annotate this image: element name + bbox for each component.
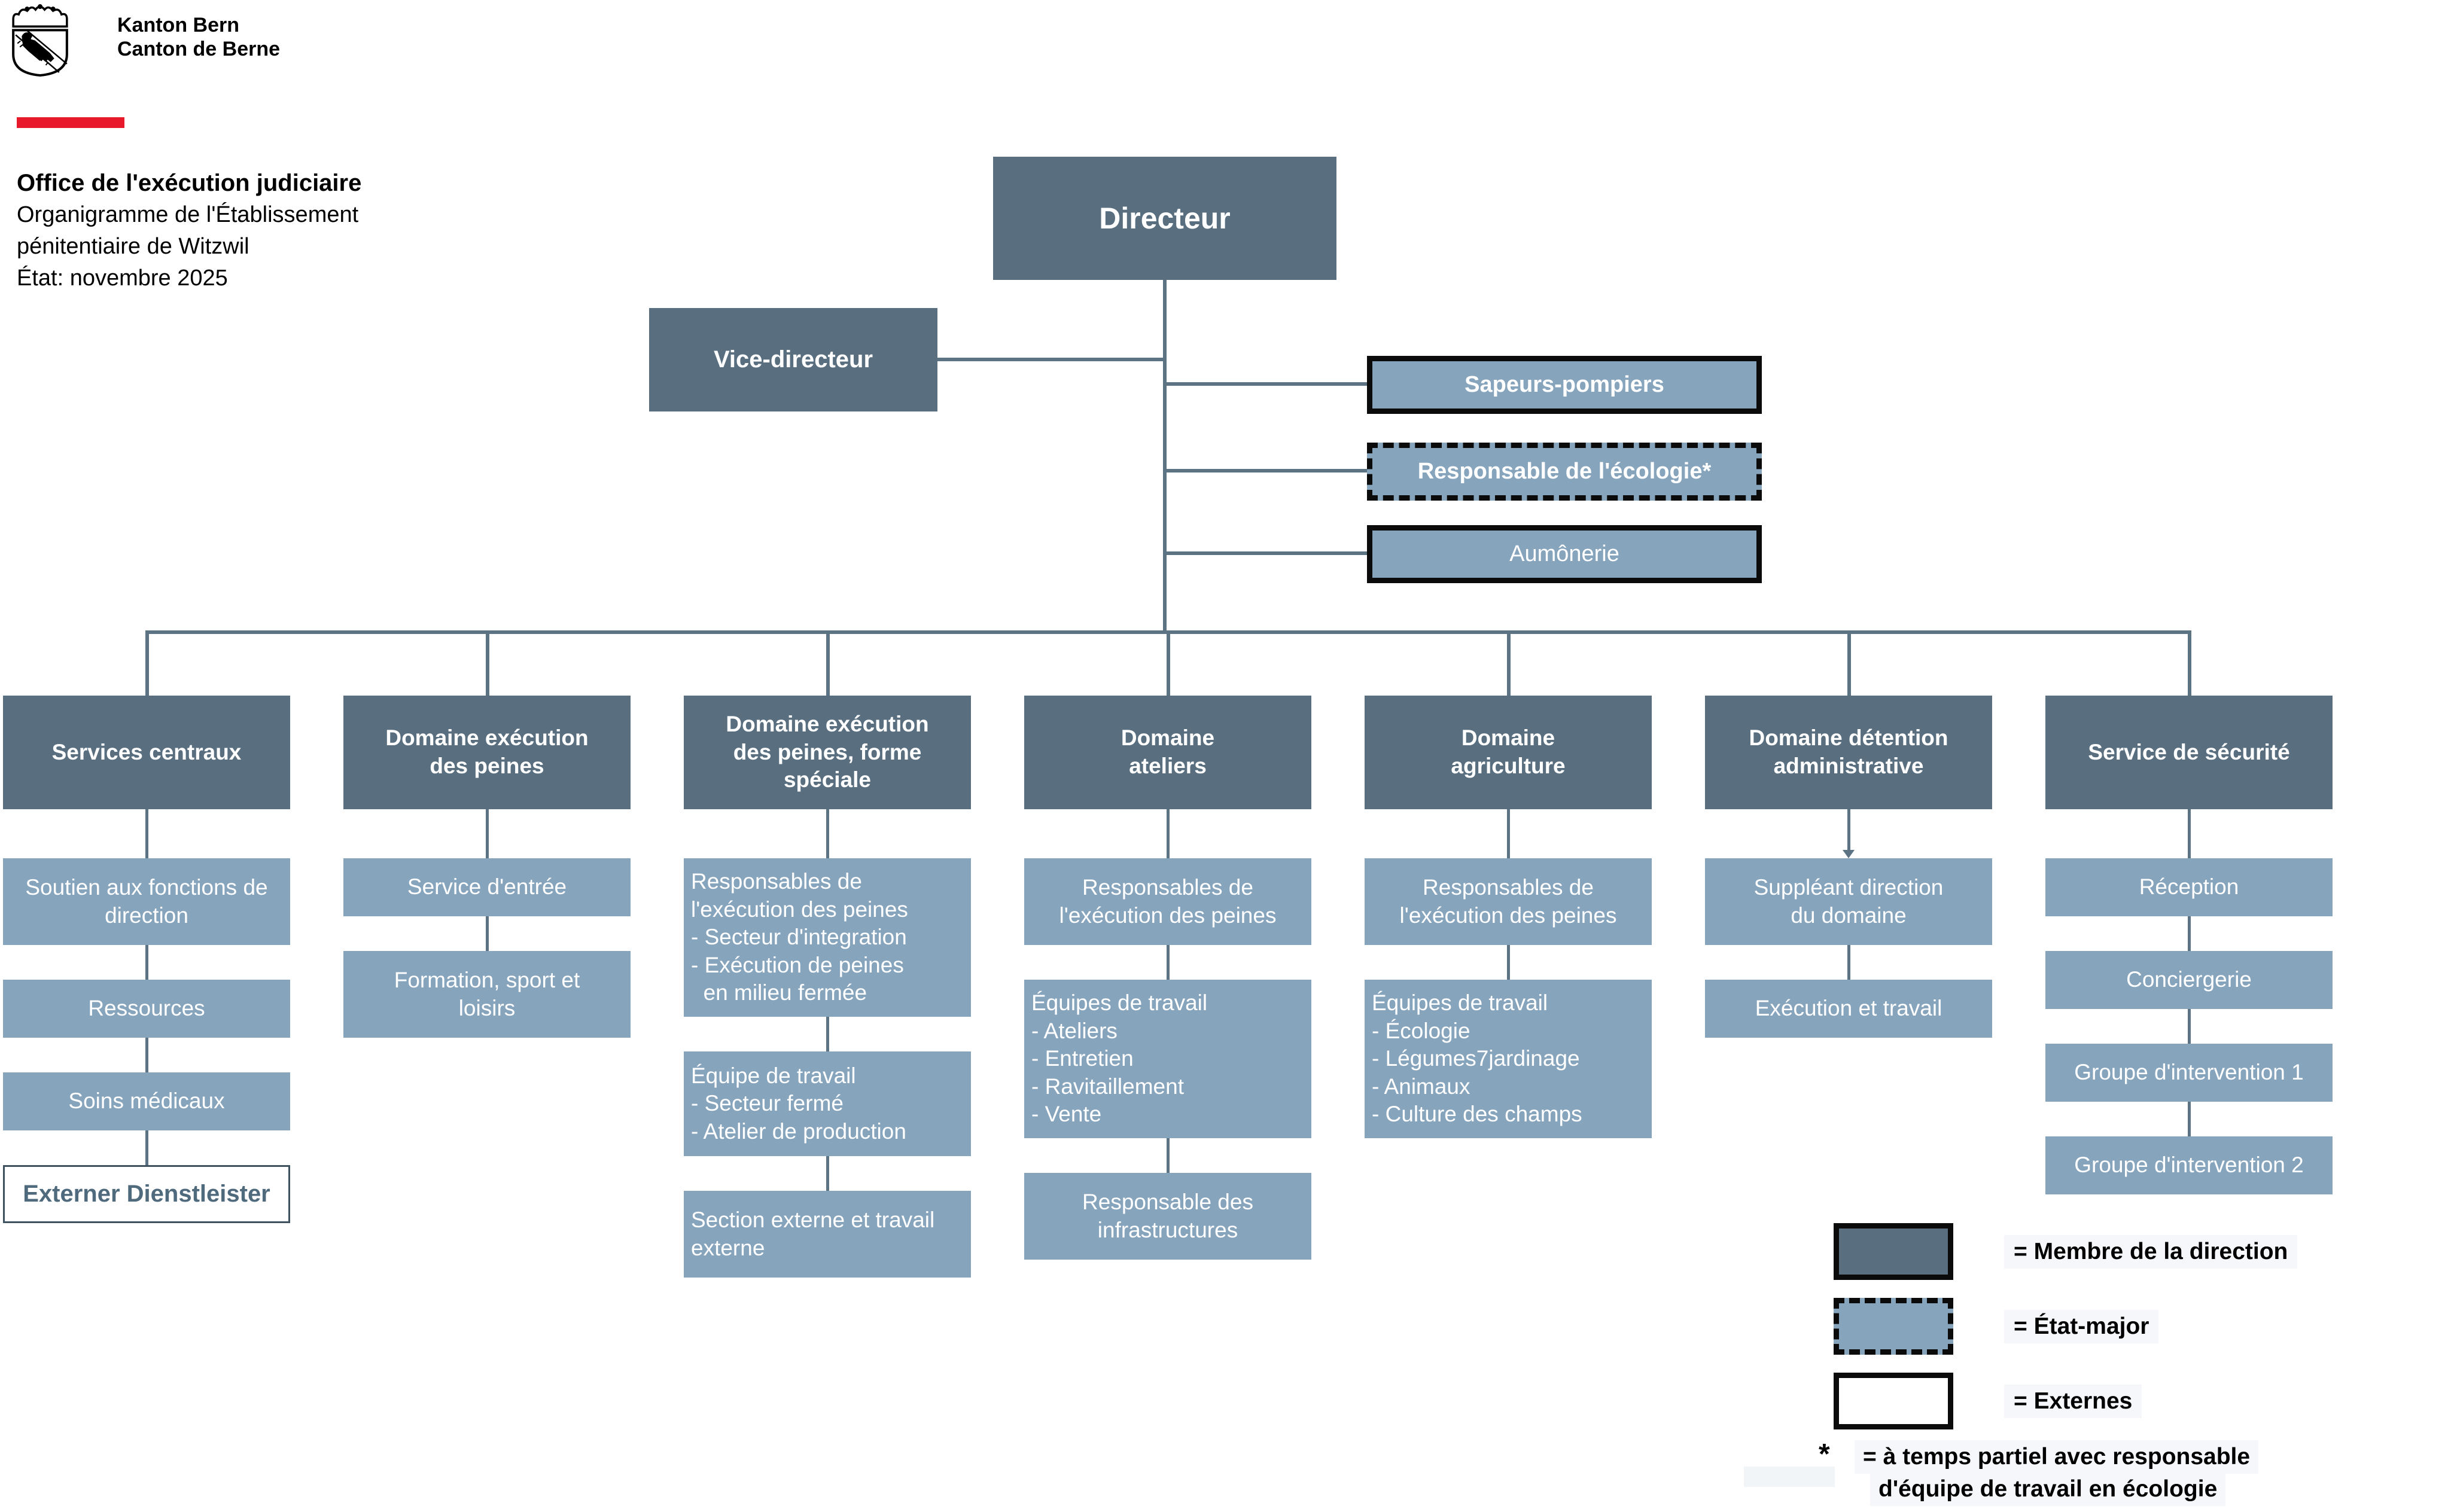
org-node-aumonerie: Aumônerie: [1367, 525, 1762, 583]
connector-sapeurs-pompiers: [1165, 382, 1367, 386]
brand-red-bar: [17, 117, 124, 128]
bern-coat-of-arms-logo: [12, 4, 68, 77]
connector-drop-col2: [486, 630, 489, 696]
connector-col7-c: [2188, 1009, 2191, 1044]
connector-col4-c: [1167, 1138, 1170, 1173]
org-node-responsable-ecologie: Responsable de l'écologie*: [1367, 443, 1762, 501]
org-node: Équipes de travail - Ateliers - Entretie…: [1024, 980, 1311, 1138]
legend-swatch-etat-major: [1834, 1298, 1953, 1355]
title-line3: pénitentiaire de Witzwil: [17, 234, 249, 259]
brand-text: Kanton Bern Canton de Berne: [117, 13, 280, 61]
org-node: Responsable des infrastructures: [1024, 1173, 1311, 1260]
connector-col1-b: [145, 945, 148, 980]
org-node: Exécution et travail: [1705, 980, 1992, 1038]
connector-col4-b: [1167, 945, 1170, 980]
connector-col3-b: [826, 1017, 829, 1051]
connector-col7-d: [2188, 1102, 2191, 1136]
connector-col6-a: [1847, 809, 1850, 852]
connector-col5-b: [1507, 945, 1510, 980]
org-node: Responsables de l'exécution des peines: [1024, 858, 1311, 945]
connector-drop-col6: [1847, 630, 1851, 696]
org-node: Équipes de travail - Écologie - Légumes7…: [1365, 980, 1652, 1138]
org-node-vice-directeur: Vice-directeur: [649, 308, 937, 411]
org-node: Groupe d'intervention 2: [2045, 1136, 2333, 1194]
org-node: Suppléant direction du domaine: [1705, 858, 1992, 945]
connector-trunk: [1163, 280, 1167, 632]
title-state: État: novembre 2025: [17, 266, 228, 291]
org-node: Service d'entrée: [343, 858, 631, 916]
title-office: Office de l'exécution judiciaire: [17, 170, 362, 196]
org-node: Conciergerie: [2045, 951, 2333, 1009]
legend-decorative-strip: [1744, 1467, 1835, 1487]
org-node: Section externe et travail externe: [684, 1191, 971, 1278]
connector-col7-a: [2188, 809, 2191, 858]
org-node: Responsables de l'exécution des peines -…: [684, 858, 971, 1017]
legend-swatch-membre-direction: [1834, 1223, 1953, 1280]
column-header-domaine-execution-peines: Domaine exécution des peines: [343, 696, 631, 809]
org-node: Équipe de travail - Secteur fermé - Atel…: [684, 1051, 971, 1156]
legend-label-etat-major: = État-major: [2004, 1298, 2159, 1355]
legend-label-text: = Externes: [2004, 1384, 2142, 1418]
connector-aumonerie: [1165, 551, 1367, 555]
document-title: Office de l'exécution judiciaire Organig…: [17, 167, 361, 294]
connector-drop-col7: [2188, 630, 2191, 696]
brand-line1: Kanton Bern: [117, 14, 239, 36]
org-node-externer-dienstleister: Externer Dienstleister: [3, 1165, 290, 1223]
connector-col5-a: [1507, 809, 1510, 858]
org-node: Soins médicaux: [3, 1072, 290, 1130]
connector-col4-a: [1167, 809, 1170, 858]
connector-responsable-ecologie: [1165, 469, 1367, 472]
connector-col6-b: [1847, 945, 1850, 980]
column-header-domaine-execution-peines-forme-speciale: Domaine exécution des peines, forme spéc…: [684, 696, 971, 809]
connector-drop-col4: [1167, 630, 1170, 696]
connector-col1-c: [145, 1038, 148, 1072]
connector-drop-col5: [1507, 630, 1511, 696]
connector-col2-b: [486, 916, 489, 951]
column-header-services-centraux: Services centraux: [3, 696, 290, 809]
column-header-domaine-agriculture: Domaine agriculture: [1365, 696, 1652, 809]
legend-label-membre-direction: = Membre de la direction: [2004, 1223, 2298, 1280]
org-node: Réception: [2045, 858, 2333, 916]
legend-label-text: = Membre de la direction: [2004, 1234, 2298, 1269]
org-node: Ressources: [3, 980, 290, 1038]
column-header-service-de-securite: Service de sécurité: [2045, 696, 2333, 809]
column-header-domaine-ateliers: Domaine ateliers: [1024, 696, 1311, 809]
connector-drop-col1: [145, 630, 149, 696]
org-node: Soutien aux fonctions de direction: [3, 858, 290, 945]
org-node-sapeurs-pompiers: Sapeurs-pompiers: [1367, 356, 1762, 414]
connector-drop-col3: [826, 630, 830, 696]
connector-col1-a: [145, 809, 148, 858]
connector-col6-arrowhead: [1843, 850, 1855, 858]
legend-label-externes: = Externes: [2004, 1373, 2142, 1429]
legend-swatch-externes: [1834, 1373, 1953, 1429]
org-node-directeur: Directeur: [993, 157, 1336, 280]
legend-note-text: d'équipe de travail en écologie: [1870, 1473, 2226, 1506]
org-node: Groupe d'intervention 1: [2045, 1044, 2333, 1102]
org-node: Responsables de l'exécution des peines: [1365, 858, 1652, 945]
connector-col3-c: [826, 1156, 829, 1191]
legend-note-line1: = à temps partiel avec responsable: [1855, 1440, 2259, 1474]
org-node: Formation, sport et loisirs: [343, 951, 631, 1038]
brand-line2: Canton de Berne: [117, 38, 281, 60]
connector-col2-a: [486, 809, 489, 858]
connector-col1-d: [145, 1130, 148, 1165]
legend-note-line2: d'équipe de travail en écologie: [1870, 1473, 2226, 1506]
connector-col3-a: [826, 809, 829, 858]
legend-label-text: = État-major: [2004, 1309, 2159, 1343]
legend-note-text: = à temps partiel avec responsable: [1855, 1440, 2259, 1474]
connector-vice-directeur: [937, 358, 1164, 361]
connector-col7-b: [2188, 916, 2191, 951]
legend-asterisk: *: [1819, 1438, 1830, 1470]
column-header-domaine-detention-administrative: Domaine détention administrative: [1705, 696, 1992, 809]
title-line2: Organigramme de l'Établissement: [17, 202, 359, 227]
